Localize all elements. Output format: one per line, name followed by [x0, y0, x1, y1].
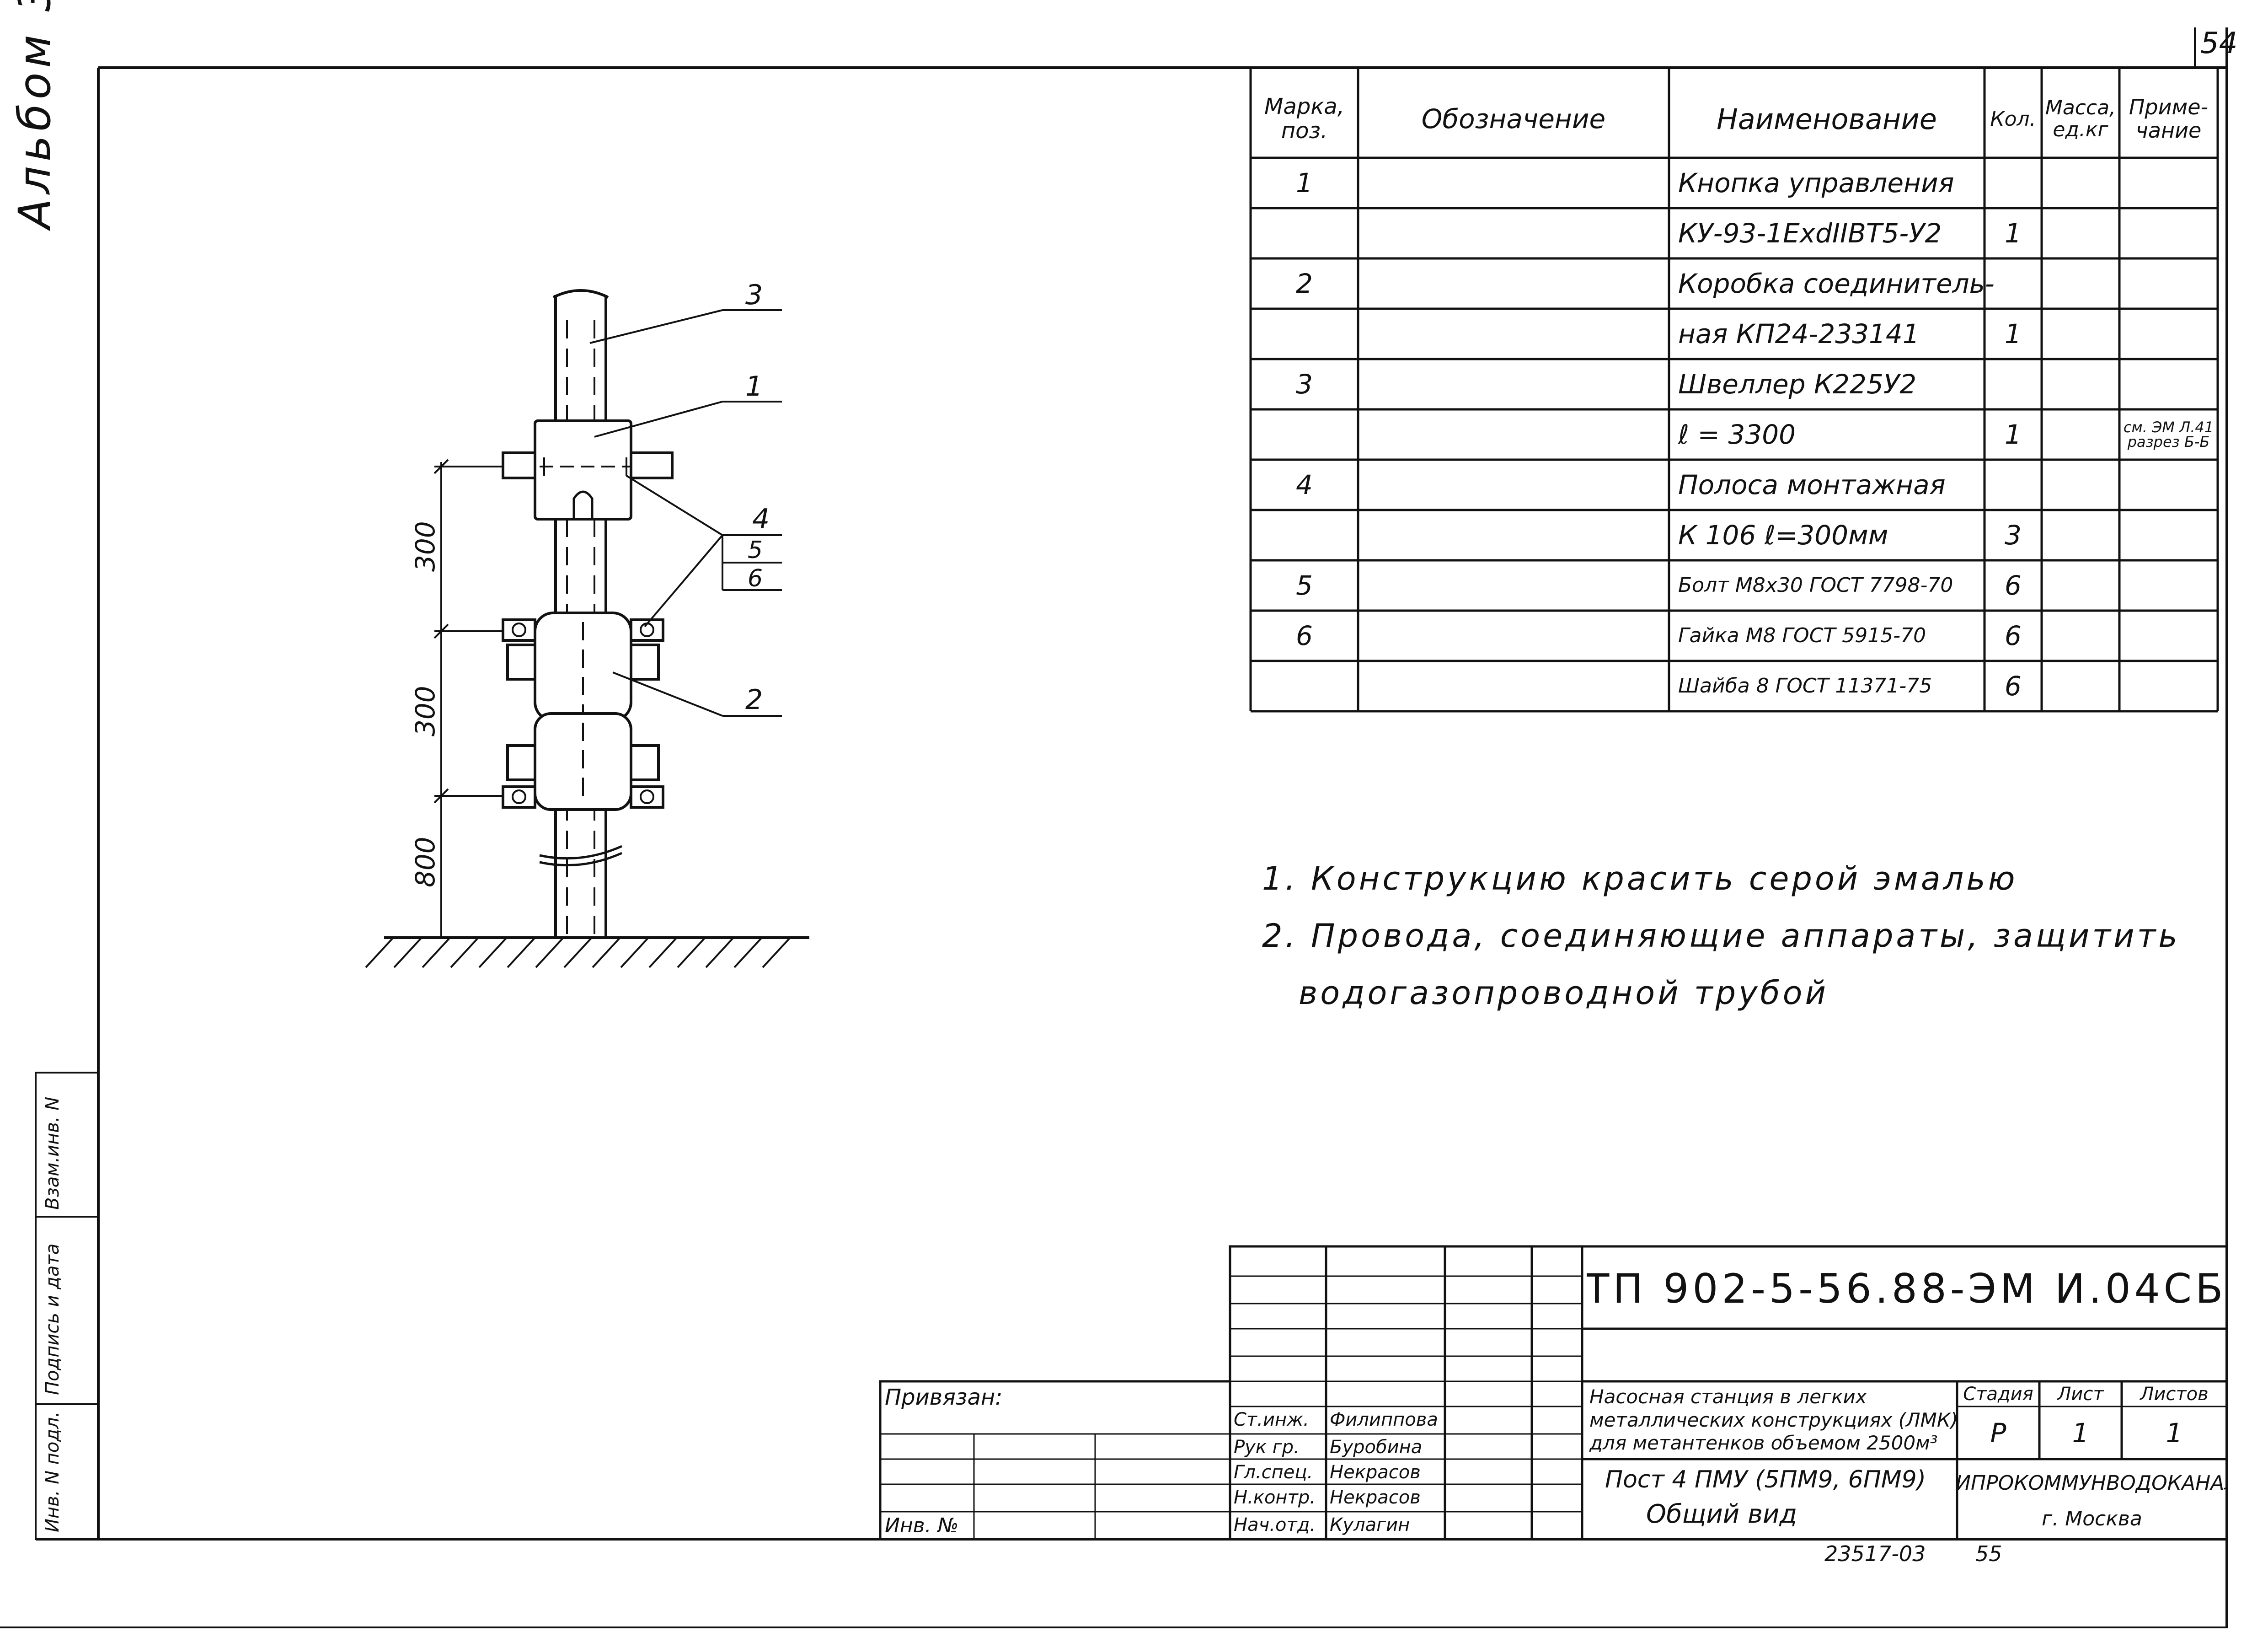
ground-hatch-stroke [422, 937, 451, 968]
spec-table-grid [1249, 68, 2219, 713]
stage-label: Стадия [1963, 1383, 2033, 1405]
dimension-800: 800 [410, 837, 441, 887]
spec-cell-qty: 3 [2005, 520, 2022, 551]
ground-hatch-stroke [478, 937, 508, 968]
dimension-300-upper: 300 [410, 521, 441, 572]
signature-name: Некрасов [1330, 1487, 1421, 1508]
note-1: 1. Конструкцию красить серой эмалью [1262, 860, 2018, 897]
callout-3: 3 [745, 279, 763, 311]
spec-cell-mark: 5 [1296, 570, 1313, 601]
spec-cell-name: Швеллер К225У2 [1678, 369, 1917, 400]
spec-header-mass: Масса, ед.кг [2045, 96, 2116, 141]
inv-no-label: Инв. № [885, 1514, 959, 1537]
document-code: ТП 902-5-56.88-ЭМ И.04СБ [1587, 1265, 2225, 1312]
spec-cell-qty: 6 [2005, 570, 2022, 601]
sheet-title-2: Общий вид [1646, 1499, 1797, 1529]
spec-cell-qty: 1 [2005, 218, 2022, 249]
spec-cell-name: К 106 ℓ=300мм [1678, 520, 1888, 551]
spec-cell-mark: 1 [1296, 167, 1313, 199]
spec-cell-note: см. ЭМ Л.41 разрез Б-Б [2123, 419, 2214, 451]
spec-cell-name: Коробка соединитель- [1678, 268, 1994, 299]
spec-cell-name: Болт М8х30 ГОСТ 7798-70 [1678, 573, 1953, 597]
archive-page: 55 [1975, 1541, 2002, 1566]
spec-header-designation: Обозначение [1421, 103, 1606, 134]
general-view-drawing: 3 1 4 5 6 2 300 300 800 [365, 279, 809, 968]
callout-5: 5 [748, 537, 763, 564]
ground-hatch-stroke [733, 937, 763, 968]
signature-name: Некрасов [1330, 1462, 1421, 1483]
sheets-value: 1 [2166, 1417, 2183, 1449]
ground-hatch-stroke [762, 937, 791, 968]
signature-role: Гл.спец. [1234, 1462, 1313, 1483]
project-name: Насосная станция в легких металлических … [1589, 1385, 1958, 1455]
ground-hatch-stroke [563, 937, 593, 968]
ground-hatch-stroke [705, 937, 734, 968]
privyazan-label: Привязан: [885, 1385, 1003, 1410]
spec-cell-qty: 1 [2005, 318, 2022, 349]
sheet-value: 1 [2072, 1417, 2089, 1449]
note-2-continued: водогазопроводной трубой [1299, 974, 1829, 1012]
spec-cell-qty: 1 [2005, 419, 2022, 450]
callout-1: 1 [745, 370, 763, 403]
spec-cell-name: Гайка М8 ГОСТ 5915-70 [1678, 623, 1926, 647]
signature-name: Кулагин [1330, 1514, 1410, 1535]
note-2: 2. Провода, соединяющие аппараты, защити… [1262, 917, 2180, 955]
callout-2: 2 [745, 684, 763, 716]
ground-hatch-stroke [450, 937, 479, 968]
signature-name: Буробина [1330, 1437, 1423, 1458]
spec-cell-qty: 6 [2005, 620, 2022, 651]
spec-cell-mark: 4 [1296, 469, 1313, 500]
callout-6: 6 [748, 565, 763, 592]
ground-hatch-stroke [393, 937, 423, 968]
spec-header-mark: Марка, поз. [1264, 94, 1344, 144]
spec-header-qty: Кол. [1990, 107, 2036, 131]
signature-role: Ст.инж. [1234, 1409, 1309, 1430]
sheet-label: Лист [2057, 1383, 2104, 1405]
spec-cell-mark: 3 [1296, 369, 1313, 400]
ground-hatch-stroke [620, 937, 649, 968]
archive-number: 23517-03 [1824, 1541, 1926, 1566]
ground-hatch-stroke [365, 937, 394, 968]
signature-role: Н.контр. [1234, 1487, 1316, 1508]
spec-cell-name: Полоса монтажная [1678, 469, 1946, 500]
spec-cell-name: Шайба 8 ГОСТ 11371-75 [1678, 674, 1932, 698]
dimension-300-lower: 300 [410, 686, 441, 736]
ground-hatch-stroke [507, 937, 536, 968]
ground-hatch-stroke [592, 937, 621, 968]
organization-city: г. Москва [2042, 1507, 2142, 1530]
spec-cell-name: ная КП24-233141 [1678, 318, 1920, 349]
spec-cell-name: ℓ = 3300 [1678, 419, 1796, 450]
specification-table: Марка, поз. Обозначение Наименование Кол… [0, 0, 2268, 778]
spec-cell-mark: 2 [1296, 268, 1313, 299]
spec-header-note: Приме- чание [2129, 95, 2209, 143]
spec-cell-name: КУ-93-1ExdIIBT5-У2 [1678, 218, 1942, 249]
ground-hatch-stroke [648, 937, 678, 968]
spec-header-name: Наименование [1717, 102, 1937, 136]
sheets-label: Листов [2140, 1383, 2209, 1405]
ground-hatch-stroke [677, 937, 706, 968]
organization: ГИПРОКОММУНВОДОКАНАЛ [1957, 1471, 2227, 1495]
callout-4: 4 [752, 503, 770, 535]
spec-cell-qty: 6 [2005, 671, 2022, 702]
stage-value: Р [1990, 1417, 2006, 1449]
signature-role: Нач.отд. [1234, 1514, 1316, 1535]
signature-role: Рук гр. [1234, 1437, 1300, 1458]
spec-cell-name: Кнопка управления [1678, 167, 1954, 199]
ground-hatch-stroke [535, 937, 564, 968]
sheet-title-1: Пост 4 ПМУ (5ПМ9, 6ПМ9) [1605, 1466, 1926, 1493]
page-number: 54 [2200, 27, 2238, 60]
spec-cell-mark: 6 [1296, 620, 1313, 651]
signature-name: Филиппова [1330, 1409, 1438, 1430]
